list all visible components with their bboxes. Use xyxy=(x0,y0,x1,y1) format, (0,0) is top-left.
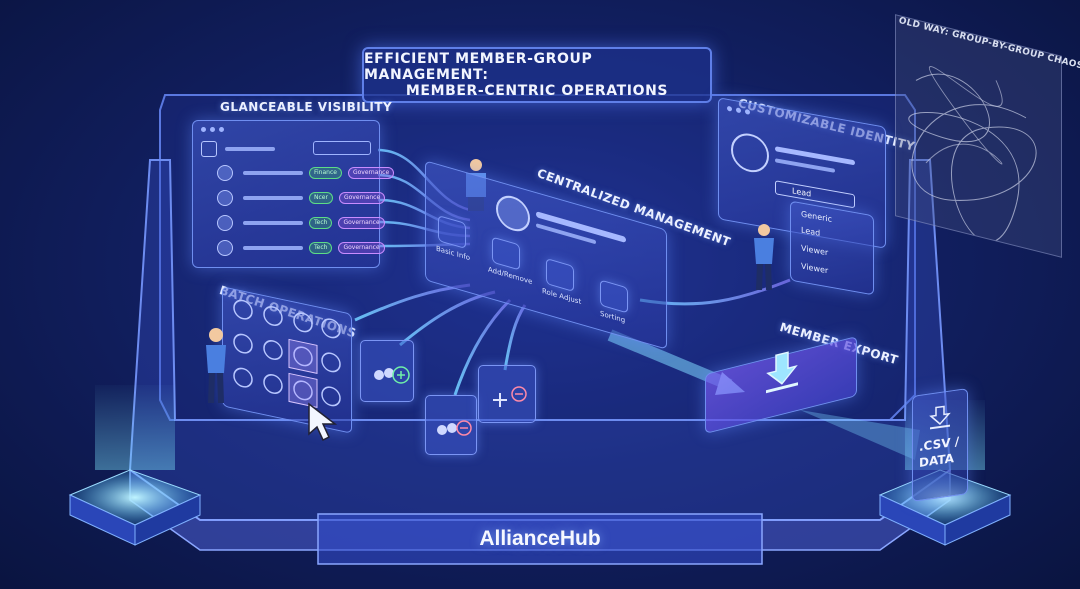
person-icon xyxy=(206,328,226,403)
window-dots xyxy=(727,105,750,115)
user-avatar-icon xyxy=(217,165,233,181)
tag-badge: Tech xyxy=(309,242,333,254)
header-bar xyxy=(225,147,275,151)
visibility-panel: Finance Governance Ncer Governance Tech … xyxy=(192,120,395,268)
add-remove-button[interactable] xyxy=(492,236,520,271)
member-grid xyxy=(233,299,341,408)
list-item[interactable]: Tech Governance xyxy=(217,214,385,232)
group-badge: Governance xyxy=(338,192,386,204)
export-pad[interactable] xyxy=(705,336,857,434)
name-bar xyxy=(243,171,303,175)
group-remove-icon xyxy=(437,420,472,436)
user-avatar-icon xyxy=(217,215,233,231)
action-label: Role Adjust xyxy=(542,286,582,307)
title-line-2: MEMBER-CENTRIC OPERATIONS xyxy=(405,83,669,99)
download-icon xyxy=(766,351,798,394)
identity-dropdown: Generic Lead Viewer Viewer xyxy=(790,200,874,296)
add-remove-tile[interactable] xyxy=(478,365,536,423)
list-item[interactable]: Ncer Governance xyxy=(217,189,386,207)
tag-badge: Tech xyxy=(309,217,333,229)
user-avatar-icon xyxy=(496,191,530,236)
user-avatar-icon xyxy=(217,190,233,206)
batch-grid-panel xyxy=(222,286,352,434)
list-item[interactable]: Finance Governance xyxy=(217,164,395,182)
brand-logo: AllianceHub xyxy=(479,527,601,550)
group-badge: Governance xyxy=(338,217,385,229)
user-avatar-icon xyxy=(201,141,217,157)
role-adjust-button[interactable] xyxy=(546,258,574,293)
selected-member xyxy=(288,338,318,374)
window-dots xyxy=(201,127,224,132)
group-add-tile[interactable] xyxy=(360,340,414,402)
list-item[interactable]: Tech Governance xyxy=(217,239,385,257)
user-avatar-icon xyxy=(217,240,233,256)
name-bar xyxy=(243,246,303,250)
tag-badge: Finance xyxy=(309,167,342,179)
label-glanceable-visibility: GLANCEABLE VISIBILITY xyxy=(220,100,393,114)
title-line-1: EFFICIENT MEMBER-GROUP MANAGEMENT: xyxy=(364,51,593,83)
name-bar xyxy=(243,221,303,225)
dropdown-option[interactable]: Generic xyxy=(801,209,833,225)
group-add-icon xyxy=(374,366,410,384)
person-icon xyxy=(754,224,774,290)
diagram-title: EFFICIENT MEMBER-GROUP MANAGEMENT: MEMBE… xyxy=(362,47,712,103)
action-label: Add/Remove xyxy=(488,265,533,287)
name-bar xyxy=(243,196,303,200)
cursor-icon xyxy=(308,402,338,442)
tag-badge: Ncer xyxy=(309,192,333,204)
basic-info-button[interactable] xyxy=(438,215,466,250)
download-icon xyxy=(929,405,951,430)
dropdown-option[interactable]: Viewer xyxy=(801,261,829,276)
old-way-panel xyxy=(895,14,1062,258)
csv-file-card[interactable]: .CSV / DATA xyxy=(912,388,968,502)
detail-bar xyxy=(775,158,835,173)
file-type-line-2: DATA xyxy=(919,451,954,470)
dropdown-option[interactable]: Viewer xyxy=(801,243,829,258)
user-avatar-icon xyxy=(731,130,769,176)
group-remove-tile[interactable] xyxy=(425,395,477,455)
group-badge: Governance xyxy=(338,242,385,254)
group-badge: Governance xyxy=(347,167,395,179)
dropdown-option[interactable]: Lead xyxy=(801,225,821,238)
add-remove-icon xyxy=(493,386,527,407)
chaos-scribble xyxy=(908,66,1037,243)
sorting-button[interactable] xyxy=(600,279,628,314)
search-input[interactable] xyxy=(313,141,371,155)
